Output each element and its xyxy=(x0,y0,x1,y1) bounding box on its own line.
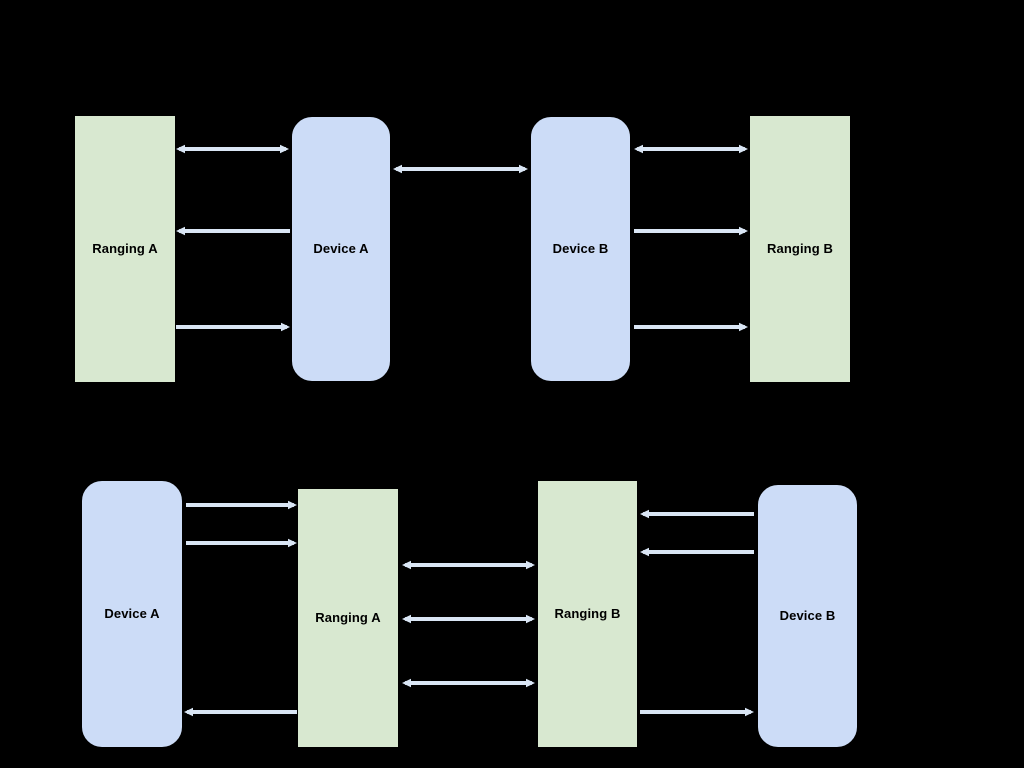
connector-top-ra-da-3 xyxy=(164,315,302,339)
node-label-bot-ranging-b: Ranging B xyxy=(554,606,621,622)
connector-bot-rb-db-3 xyxy=(628,700,766,724)
connector-bot-ra-rb-3 xyxy=(390,671,547,695)
node-label-bot-ranging-a: Ranging A xyxy=(315,610,381,626)
connector-bot-db-rb-2 xyxy=(628,540,766,564)
node-bot-ranging-b[interactable]: Ranging B xyxy=(538,481,637,747)
node-bot-device-b[interactable]: Device B xyxy=(758,485,857,747)
node-label-bot-device-a: Device A xyxy=(104,606,160,622)
connector-bot-ra-rb-1 xyxy=(390,553,547,577)
node-top-ranging-b[interactable]: Ranging B xyxy=(750,116,850,382)
node-label-top-device-a: Device A xyxy=(313,241,369,257)
connector-bot-da-ra-1 xyxy=(174,493,309,517)
node-top-ranging-a[interactable]: Ranging A xyxy=(75,116,175,382)
node-bot-ranging-a[interactable]: Ranging A xyxy=(298,489,398,747)
node-label-top-ranging-a: Ranging A xyxy=(92,241,158,257)
connector-top-da-db-1 xyxy=(381,157,540,181)
node-label-top-ranging-b: Ranging B xyxy=(767,241,833,257)
node-label-top-device-b: Device B xyxy=(552,241,609,257)
connector-top-ra-da-1 xyxy=(164,137,301,161)
node-bot-device-a[interactable]: Device A xyxy=(82,481,182,747)
node-top-device-a[interactable]: Device A xyxy=(292,117,390,381)
connector-top-db-rb-1 xyxy=(622,137,760,161)
connector-bot-ra-rb-2 xyxy=(390,607,547,631)
connector-top-ra-da-2 xyxy=(164,219,302,243)
connector-top-db-rb-2 xyxy=(622,219,760,243)
node-top-device-b[interactable]: Device B xyxy=(531,117,630,381)
connector-bot-da-ra-2 xyxy=(174,531,309,555)
connector-bot-db-rb-1 xyxy=(628,502,766,526)
node-label-bot-device-b: Device B xyxy=(779,608,836,624)
connector-bot-da-ra-3 xyxy=(172,700,309,724)
connector-top-db-rb-3 xyxy=(622,315,760,339)
